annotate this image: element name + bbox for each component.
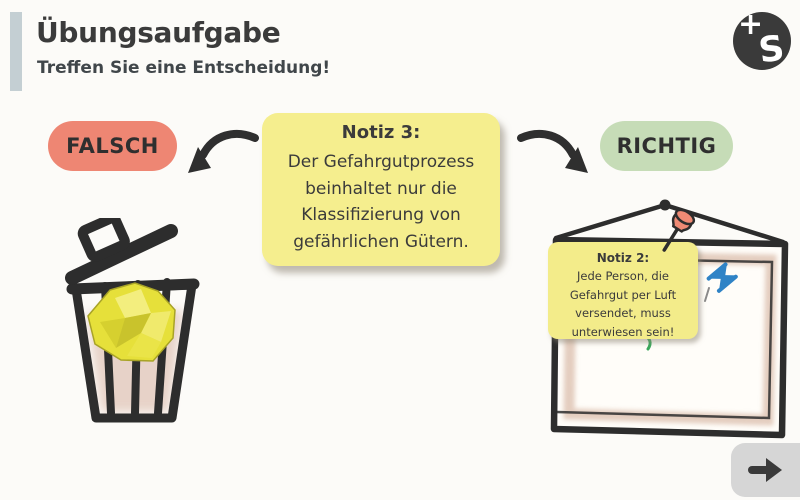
notiz-2-line: Jede Person, die [576,269,670,283]
notiz-3-line: Der Gefahrgutprozess [287,152,475,172]
richtig-button[interactable]: RICHTIG [600,121,733,171]
notiz-2-line: versendet, muss [575,306,671,320]
logo-plus-glyph: + [738,7,764,42]
curved-arrow-down-right-icon [517,129,588,173]
red-pushpin-icon [662,208,696,252]
blue-pushpin-icon [704,262,738,302]
title-accent-bar [10,12,22,91]
notiz-2-line: unterwiesen sein! [571,324,675,339]
notiz-2-title: Notiz 2: [596,251,650,265]
curved-arrow-down-left-icon [188,129,259,173]
logo-s-glyph: S [756,28,787,72]
page-title: Übungsaufgabe [36,16,281,49]
trash-can-icon [65,218,200,423]
notiz-3-line: Klassifizierung von [301,205,461,225]
notiz-3-card: Notiz 3: Der Gefahrgutprozess beinhaltet… [262,113,500,266]
brand-logo: + S [733,7,791,72]
notiz-3-line: beinhaltet nur die [305,178,457,199]
arrow-right-icon [747,458,782,482]
notiz-2-card: Notiz 2: Jede Person, die Gefahrgut per … [548,242,698,339]
notiz-3-line: gefährlichen Gütern. [293,231,469,252]
page-subtitle: Treffen Sie eine Entscheidung! [37,58,331,78]
falsch-button[interactable]: FALSCH [48,121,177,171]
notiz-3-title: Notiz 3: [341,122,421,143]
notiz-2-line: Gefahrgut per Luft [569,287,677,302]
next-button[interactable] [731,443,800,497]
crumpled-paper [87,282,176,362]
